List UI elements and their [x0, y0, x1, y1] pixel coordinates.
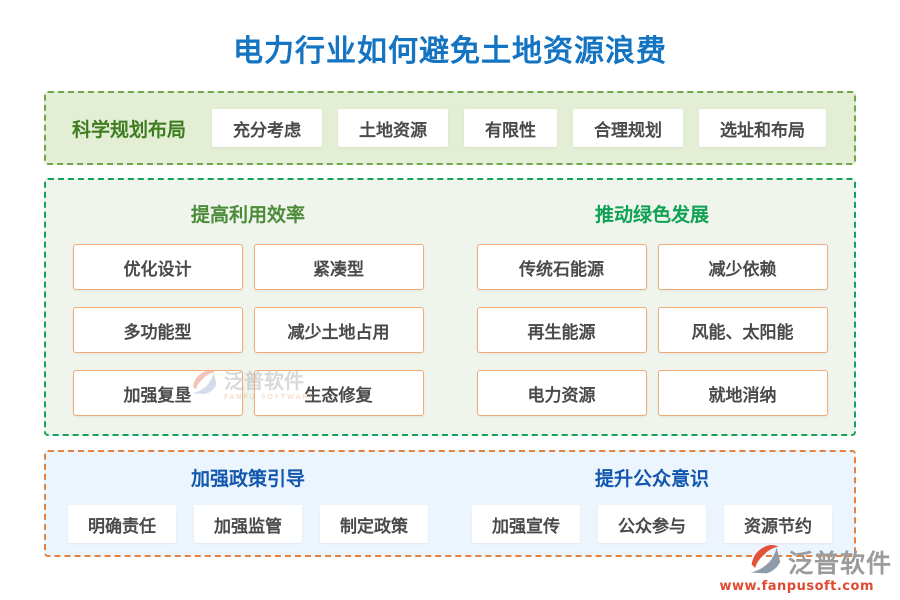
tag-chongfenkaolv: 充分考虑 [212, 109, 323, 147]
tag-jincouxing: 紧凑型 [253, 244, 424, 290]
tag-jianshaotudizhanyong: 减少土地占用 [253, 307, 424, 353]
tag-helighuihua: 合理规划 [573, 109, 684, 147]
efficiency-tag-grid: 优化设计 紧凑型 多功能型 减少土地占用 加强复垦 生态修复 [72, 244, 424, 416]
tag-xuanzhibuju: 选址和布局 [699, 109, 827, 147]
tag-dianliziyuan: 电力资源 [476, 370, 647, 416]
tag-jiudixiaona: 就地消纳 [657, 370, 828, 416]
column-header-awareness: 提升公众意识 [594, 468, 709, 490]
column-header-efficiency: 提高利用效率 [190, 204, 305, 226]
column-green-development: 推动绿色发展 传统石能源 减少依赖 再生能源 风能、太阳能 电力资源 就地消纳 [450, 200, 854, 434]
tag-youhuasheji: 优化设计 [72, 244, 243, 290]
policy-tag-row: 明确责任 加强监管 制定政策 [68, 505, 428, 543]
column-header-policy: 加强政策引导 [190, 468, 305, 490]
column-header-green: 推动绿色发展 [594, 204, 709, 226]
tag-jiaqiangxuanchuan: 加强宣传 [472, 505, 580, 543]
tag-youxianxing: 有限性 [464, 109, 558, 147]
tag-chuantongshinengyuan: 传统石能源 [476, 244, 647, 290]
column-policy-guidance: 加强政策引导 明确责任 加强监管 制定政策 [46, 464, 450, 555]
tag-ziyuanjieyue: 资源节约 [724, 505, 832, 543]
tag-duogongnengxing: 多功能型 [72, 307, 243, 353]
section-policy-awareness: 加强政策引导 明确责任 加强监管 制定政策 提升公众意识 加强宣传 公众参与 资… [44, 450, 856, 557]
brand-url: www.fanpusoft.com [719, 579, 874, 594]
tag-jianshaoyilai: 减少依赖 [657, 244, 828, 290]
column-improve-efficiency: 提高利用效率 优化设计 紧凑型 多功能型 减少土地占用 加强复垦 生态修复 [46, 200, 450, 434]
tag-gongzhongcanyu: 公众参与 [598, 505, 706, 543]
green-tag-grid: 传统石能源 减少依赖 再生能源 风能、太阳能 电力资源 就地消纳 [476, 244, 828, 416]
fanpu-logo-icon [746, 543, 784, 581]
tag-fengnengtaiyangneng: 风能、太阳能 [657, 307, 828, 353]
tag-shengtaixiufu: 生态修复 [253, 370, 424, 416]
awareness-tag-row: 加强宣传 公众参与 资源节约 [472, 505, 832, 543]
tag-mingquezeren: 明确责任 [68, 505, 176, 543]
brand-row: 泛普软件 [746, 543, 892, 581]
tag-zaishengnengyuan: 再生能源 [476, 307, 647, 353]
page-title: 电力行业如何避免土地资源浪费 [233, 34, 667, 69]
tag-tudiziyuan: 土地资源 [338, 109, 449, 147]
tag-jiaqiangjianguan: 加强监管 [194, 505, 302, 543]
brand-name: 泛普软件 [787, 549, 892, 578]
tag-zhidingzhengce: 制定政策 [320, 505, 428, 543]
column-public-awareness: 提升公众意识 加强宣传 公众参与 资源节约 [450, 464, 854, 555]
section-efficiency-green: 提高利用效率 优化设计 紧凑型 多功能型 减少土地占用 加强复垦 生态修复 推动… [44, 178, 856, 436]
tag-jiaqiangfuken: 加强复垦 [72, 370, 243, 416]
section1-label: 科学规划布局 [72, 118, 187, 141]
brand-logo: 泛普软件 www.fanpusoft.com [719, 543, 892, 594]
section-scientific-planning: 科学规划布局 充分考虑 土地资源 有限性 合理规划 选址和布局 [44, 91, 856, 165]
